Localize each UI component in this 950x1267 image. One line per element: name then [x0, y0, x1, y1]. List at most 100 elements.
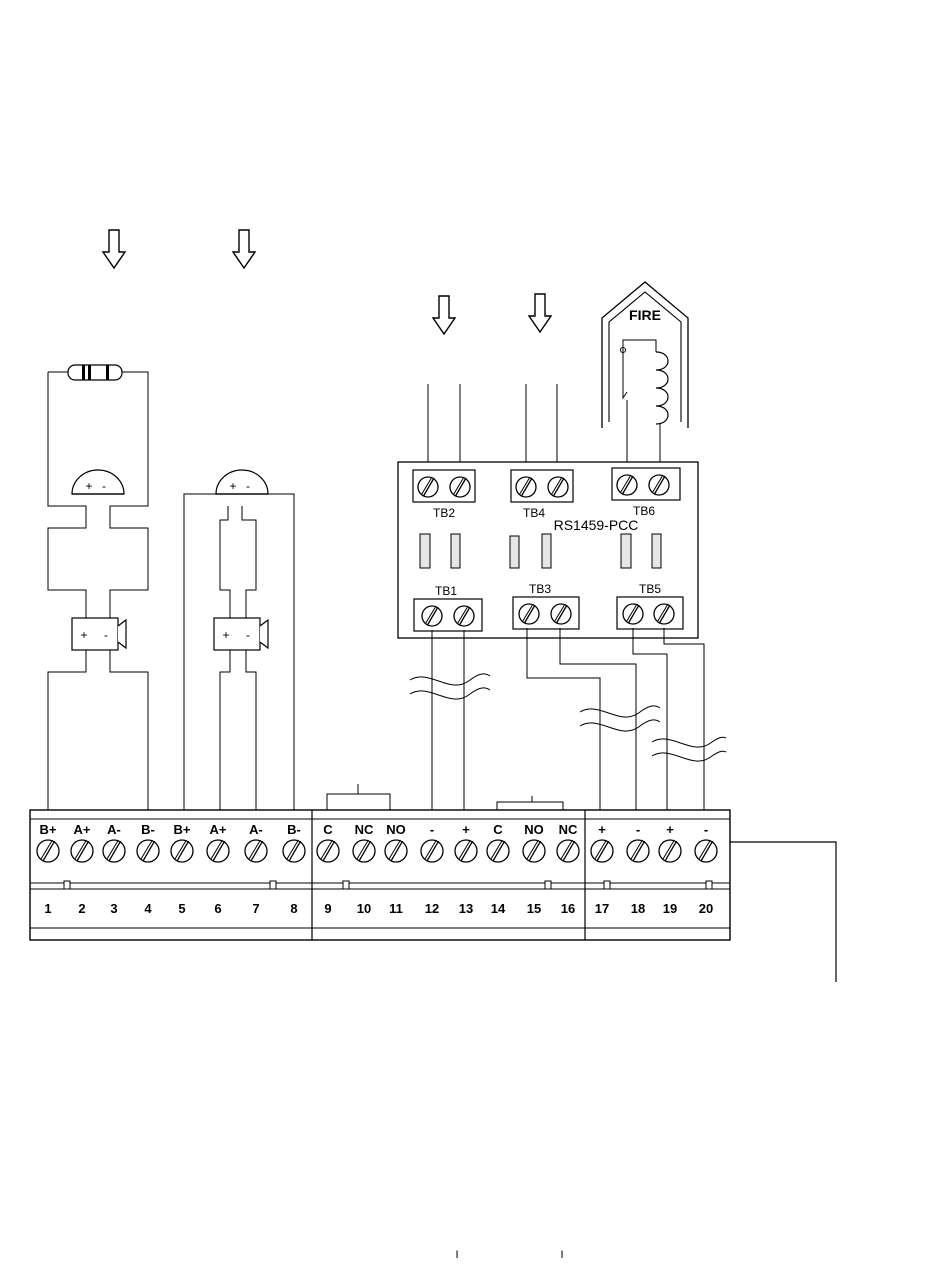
terminal-label: - — [636, 822, 640, 837]
terminal-label: NC — [559, 822, 578, 837]
svg-text:+: + — [222, 628, 229, 642]
dome-device-icon: + - — [216, 470, 268, 494]
screw-icon — [317, 840, 339, 862]
screw-icon — [422, 606, 442, 626]
down-arrow-icon — [103, 230, 125, 268]
terminal-number: 6 — [214, 901, 221, 916]
terminal-number: 20 — [699, 901, 713, 916]
down-arrow-icon — [233, 230, 255, 268]
screw-icon — [519, 604, 539, 624]
svg-text:-: - — [102, 479, 106, 493]
terminal-number: 2 — [78, 901, 85, 916]
terminal-strip: B+1A+2A-3B-4B+5A+6A-7B-8C9NC10NO11-12+13… — [30, 810, 730, 940]
terminal-label: - — [430, 822, 434, 837]
svg-text:-: - — [246, 479, 250, 493]
screw-icon — [591, 840, 613, 862]
screw-icon — [557, 840, 579, 862]
screw-icon — [617, 475, 637, 495]
screw-icon — [454, 606, 474, 626]
tb6-label: TB6 — [633, 504, 655, 518]
screw-icon — [623, 604, 643, 624]
screw-icon — [71, 840, 93, 862]
terminal-number: 19 — [663, 901, 677, 916]
tb2-label: TB2 — [433, 506, 455, 520]
speaker-icon: + - — [214, 618, 268, 650]
svg-text:+: + — [80, 628, 87, 642]
screw-icon — [37, 840, 59, 862]
terminal-number: 3 — [110, 901, 117, 916]
terminal-number: 4 — [144, 901, 152, 916]
screw-icon — [548, 477, 568, 497]
screw-icon — [245, 840, 267, 862]
footer-mark: I — [560, 1249, 563, 1261]
screw-icon — [418, 477, 438, 497]
screw-icon — [551, 604, 571, 624]
screw-icon — [450, 477, 470, 497]
resistor-icon — [68, 365, 122, 380]
screw-icon — [654, 604, 674, 624]
screw-icon — [487, 840, 509, 862]
fire-detector-housing: FIRE — [602, 282, 688, 476]
terminal-number: 1 — [44, 901, 51, 916]
terminal-number: 5 — [178, 901, 185, 916]
terminal-label: + — [598, 822, 606, 837]
terminal-number: 7 — [252, 901, 259, 916]
screw-icon — [516, 477, 536, 497]
terminal-label: + — [462, 822, 470, 837]
terminal-label: + — [666, 822, 674, 837]
screw-icon — [659, 840, 681, 862]
terminal-label: B- — [141, 822, 155, 837]
down-arrow-icon — [433, 296, 455, 334]
terminal-number: 13 — [459, 901, 473, 916]
module-name: RS1459-PCC — [554, 517, 639, 533]
screw-icon — [695, 840, 717, 862]
terminal-number: 12 — [425, 901, 439, 916]
terminal-number: 8 — [290, 901, 297, 916]
dome-device-icon: + - — [72, 470, 124, 494]
terminal-number: 11 — [389, 901, 403, 916]
svg-text:+: + — [229, 479, 236, 493]
terminal-label: NO — [524, 822, 544, 837]
screw-icon — [283, 840, 305, 862]
rs1459-pcc-module: TB2 TB4 TB6 RS1459-PCC TB1 TB3 TB5 — [398, 462, 698, 638]
terminal-number: 15 — [527, 901, 541, 916]
tb5-label: TB5 — [639, 582, 661, 596]
screw-icon — [385, 840, 407, 862]
terminal-number: 17 — [595, 901, 609, 916]
terminal-label: A+ — [74, 822, 91, 837]
terminal-label: NO — [386, 822, 406, 837]
speaker-icon: + - — [72, 618, 126, 650]
screw-icon — [103, 840, 125, 862]
tb3-label: TB3 — [529, 582, 551, 596]
terminal-label: B+ — [174, 822, 191, 837]
svg-text:-: - — [246, 628, 250, 642]
terminal-number: 14 — [491, 901, 506, 916]
screw-icon — [627, 840, 649, 862]
terminal-label: B- — [287, 822, 301, 837]
terminal-label: C — [323, 822, 333, 837]
terminal-label: NC — [355, 822, 374, 837]
terminal-label: C — [493, 822, 503, 837]
svg-text:+: + — [85, 479, 92, 493]
screw-icon — [171, 840, 193, 862]
down-arrow-icon — [529, 294, 551, 332]
screw-icon — [455, 840, 477, 862]
terminal-label: A- — [249, 822, 263, 837]
terminal-label: - — [704, 822, 708, 837]
terminal-number: 16 — [561, 901, 575, 916]
screw-icon — [353, 840, 375, 862]
terminal-label: A+ — [210, 822, 227, 837]
screw-icon — [649, 475, 669, 495]
screw-icon — [207, 840, 229, 862]
terminal-number: 18 — [631, 901, 645, 916]
screw-icon — [421, 840, 443, 862]
footer-mark: I — [455, 1249, 458, 1261]
tb4-label: TB4 — [523, 506, 545, 520]
fire-label: FIRE — [629, 307, 661, 323]
screw-icon — [523, 840, 545, 862]
terminal-label: A- — [107, 822, 121, 837]
svg-text:-: - — [104, 628, 108, 642]
screw-icon — [137, 840, 159, 862]
terminal-label: B+ — [40, 822, 57, 837]
